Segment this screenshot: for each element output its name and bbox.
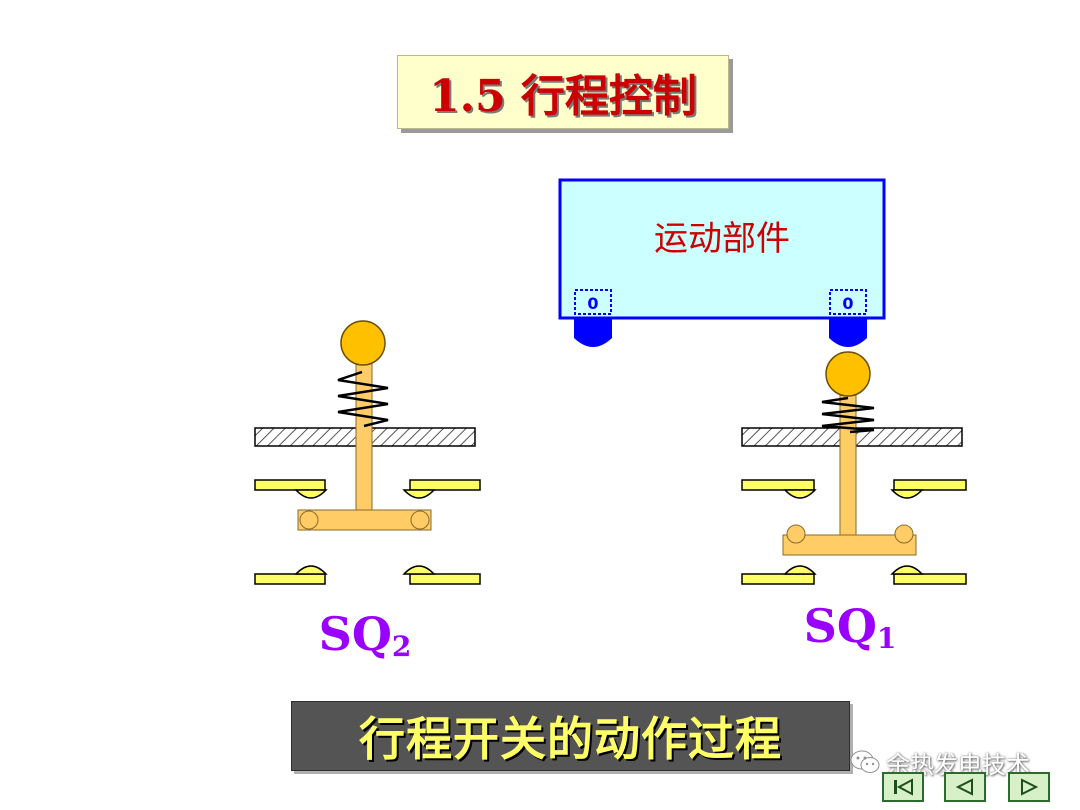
right-stopper-mark: 0: [842, 294, 853, 313]
sq1-upper-right-tip: [890, 489, 924, 499]
switch-sq2: SQ2: [254, 320, 481, 663]
first-page-icon: [894, 778, 913, 796]
wechat-icon: [850, 750, 880, 773]
sq1-label-subscript: 1: [877, 622, 896, 655]
sq1-label: SQ1: [804, 599, 897, 655]
sq1-roller: [825, 351, 871, 397]
sq1-lower-right-contact: [893, 573, 967, 585]
moving-part: 运动部件 0 0: [558, 178, 886, 347]
sq1-lower-left-tip: [783, 565, 817, 575]
sq1-bridge-contact-right: [894, 524, 914, 544]
sq2-lower-right-contact: [409, 573, 481, 585]
sq1-bridge-contact-left: [786, 524, 806, 544]
sq1-spring: [821, 396, 875, 434]
sq2-label-name: SQ: [319, 607, 392, 661]
title-box: 1.5 行程控制: [397, 55, 729, 129]
sq2-crossbar: [297, 509, 432, 531]
left-stopper-slot: [574, 289, 612, 315]
travel-switch-diagram: 运动部件 0 0 SQ2: [254, 178, 967, 663]
sq1-crossbar: [782, 534, 917, 556]
sq1-lower-left-contact: [741, 573, 815, 585]
slide-title: 1.5 行程控制: [429, 71, 697, 122]
prev-page-button[interactable]: [944, 772, 986, 802]
sq2-upper-right-contact: [409, 479, 481, 491]
sq1-upper-right-contact: [893, 479, 967, 491]
watermark: 余热发电技术: [850, 744, 1030, 780]
sq2-upper-left-tip: [294, 489, 328, 499]
next-page-icon: [1021, 778, 1039, 796]
sq2-lower-right-tip: [402, 565, 436, 575]
left-stopper-mark: 0: [587, 294, 598, 313]
first-page-button[interactable]: [882, 772, 924, 802]
sq2-label-subscript: 2: [392, 630, 411, 663]
sq2-bridge-contact-right: [410, 510, 430, 530]
sq2-upper-right-tip: [402, 489, 436, 499]
sq1-label-name: SQ: [804, 599, 877, 653]
switch-sq1: SQ1: [741, 351, 967, 655]
sq2-lower-left-tip: [294, 565, 328, 575]
sq2-spring: [337, 370, 389, 428]
left-stopper-cam: [574, 318, 612, 347]
right-stopper-cam: [829, 318, 867, 347]
right-stopper: 0: [829, 289, 867, 347]
sq1-upper-left-tip: [783, 489, 817, 499]
sq2-lower-left-contact: [254, 573, 326, 585]
sq2-upper-left-contact: [254, 479, 326, 491]
slide-caption: 行程开关的动作过程: [359, 712, 782, 766]
prev-page-icon: [955, 778, 973, 796]
caption-box: 行程开关的动作过程: [291, 701, 850, 771]
left-stopper: 0: [574, 289, 612, 347]
sq2-label: SQ2: [319, 607, 412, 663]
right-stopper-slot: [829, 289, 867, 315]
sq1-lower-right-tip: [890, 565, 924, 575]
moving-part-label: 运动部件: [654, 219, 790, 259]
sq2-bridge-contact-left: [299, 510, 319, 530]
sq1-upper-left-contact: [741, 479, 815, 491]
next-page-button[interactable]: [1008, 772, 1050, 802]
sq2-roller: [340, 320, 386, 366]
